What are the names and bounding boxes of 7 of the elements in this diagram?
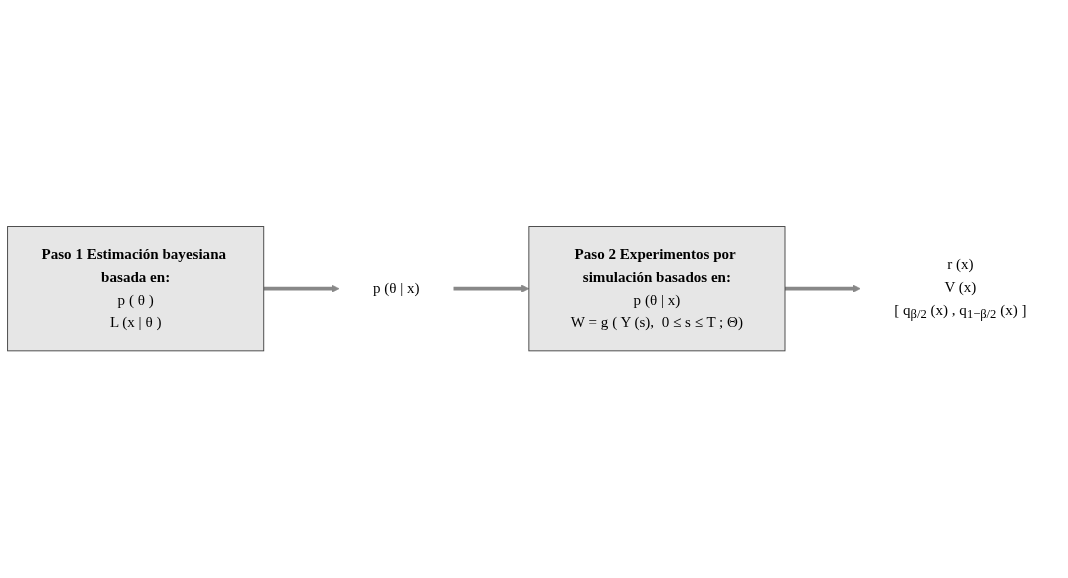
node-text: p (θ | x): [372, 280, 420, 297]
arrow: [453, 284, 530, 294]
node-box: Paso 2 Experimentos por simulación basados en: p (θ | x) W = g ( Y (s), 0 ≤ s ≤ T ; Θ): [528, 226, 786, 352]
node-text: r (x) V (x) [ q$_{β/2}$ (x) , q$_{1−β/2}$ (x) ]: [894, 256, 1027, 322]
arrow: [785, 284, 861, 294]
node-box: Paso 1 Estimación bayesiana basada en: p ( θ ) L (x | θ ): [7, 226, 265, 352]
arrow: [263, 284, 340, 294]
